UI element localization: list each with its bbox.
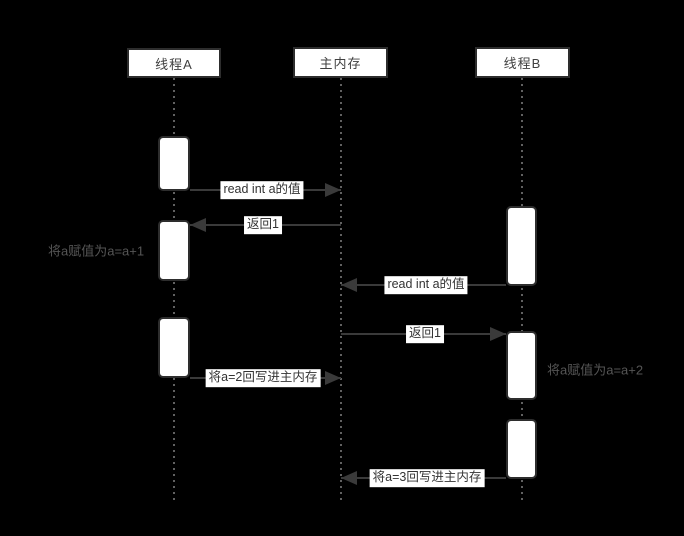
participant-box: 线程A bbox=[127, 48, 221, 78]
self-assignment-note: 将a赋值为a=a+2 bbox=[547, 362, 644, 378]
message-label: 将a=3回写进主内存 bbox=[369, 469, 485, 487]
self-assignment-note: 将a赋值为a=a+1 bbox=[48, 243, 145, 259]
activation-bar bbox=[506, 206, 537, 286]
participant-box: 线程B bbox=[475, 47, 570, 78]
arrowhead-right-icon bbox=[325, 371, 341, 385]
lifeline bbox=[521, 78, 523, 503]
message-label: 返回1 bbox=[244, 216, 282, 234]
arrowhead-right-icon bbox=[490, 327, 506, 341]
activation-bar bbox=[158, 317, 190, 378]
activation-bar bbox=[506, 331, 537, 400]
message-label: 返回1 bbox=[406, 325, 444, 343]
participant-box: 主内存 bbox=[293, 47, 388, 78]
activation-bar bbox=[158, 220, 190, 281]
arrowhead-left-icon bbox=[190, 218, 206, 232]
arrowhead-right-icon bbox=[325, 183, 341, 197]
message-label: 将a=2回写进主内存 bbox=[205, 369, 321, 387]
activation-bar bbox=[506, 419, 537, 479]
message-label: read int a的值 bbox=[220, 181, 304, 199]
lifeline bbox=[173, 78, 175, 503]
activation-bar bbox=[158, 136, 190, 191]
arrowhead-left-icon bbox=[341, 278, 357, 292]
message-label: read int a的值 bbox=[384, 276, 468, 294]
arrowhead-left-icon bbox=[341, 471, 357, 485]
